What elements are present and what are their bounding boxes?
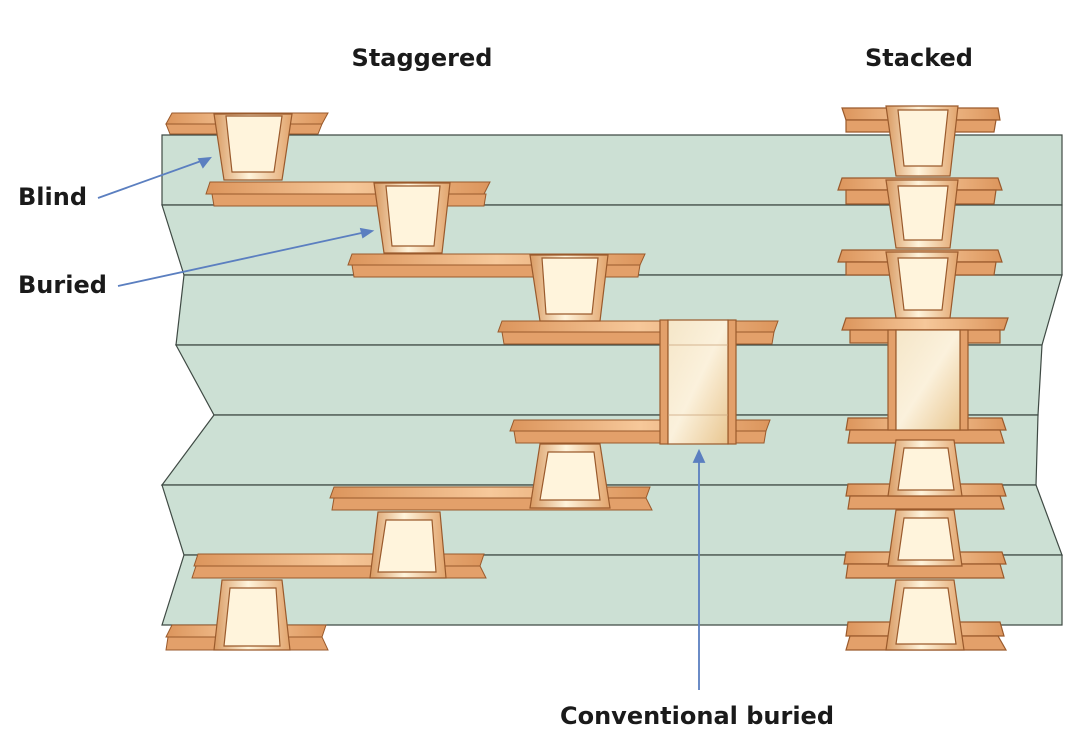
- stacked-label: Stacked: [865, 44, 973, 72]
- buried-arrow: [117, 231, 367, 287]
- callout-arrows: [97, 156, 706, 690]
- staggered-vias: [213, 113, 611, 651]
- conventional-buried-label: Conventional buried: [560, 702, 834, 730]
- stacked-vias: [837, 105, 1009, 651]
- blind-arrow: [97, 159, 205, 199]
- staggered-label: Staggered: [352, 44, 493, 72]
- blind-label: Blind: [18, 183, 87, 211]
- buried-label: Buried: [18, 271, 107, 299]
- conventional-buried-via: [659, 319, 737, 445]
